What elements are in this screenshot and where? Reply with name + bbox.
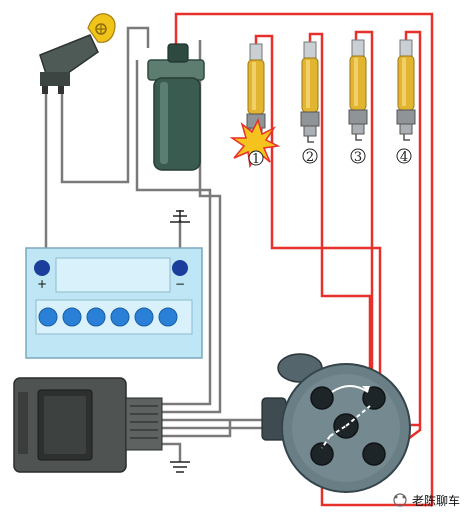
rotor-path xyxy=(321,405,371,449)
watermark-text: 老陈聊车 xyxy=(412,493,460,508)
spark-plug-2 xyxy=(300,41,320,143)
cap-terminal-4 xyxy=(310,442,334,466)
wire-coil-ecu-2 xyxy=(135,60,212,406)
spark-plug-3 xyxy=(348,39,368,141)
wire-coil-to-distributor xyxy=(174,12,434,507)
plug-number-3: 3 xyxy=(354,150,362,165)
wire-ecu-sensor-3 xyxy=(162,420,232,438)
plug-number-labels: 1 2 3 4 xyxy=(248,148,412,167)
ground-symbol-battery-icon xyxy=(170,210,190,223)
ignition-switch xyxy=(39,13,116,94)
rotation-arrow-icon xyxy=(331,385,369,393)
switch-connector xyxy=(40,72,70,86)
coil-tower xyxy=(167,43,189,63)
battery-cells xyxy=(38,307,178,327)
distributor xyxy=(261,353,411,493)
battery-positive-terminal xyxy=(34,260,50,276)
watermark: 老陈聊车 xyxy=(393,493,460,508)
module-connector xyxy=(125,397,163,451)
cap-terminal-2 xyxy=(362,386,386,410)
battery-negative-terminal xyxy=(172,260,188,276)
ground-symbol-ecu-icon xyxy=(170,461,190,473)
battery: + − xyxy=(25,247,203,359)
watermark-logo-icon xyxy=(393,493,407,507)
wire-plug-1 xyxy=(254,34,382,392)
wire-plug-4 xyxy=(399,30,422,446)
coil-bracket xyxy=(147,59,205,81)
battery-negative-label: − xyxy=(175,277,185,291)
plug-number-2: 2 xyxy=(306,150,314,165)
ignition-control-module xyxy=(13,377,163,473)
wire-plug-2 xyxy=(308,32,372,405)
plug-number-4: 4 xyxy=(400,150,408,165)
wire-ecu-ground xyxy=(162,442,182,462)
battery-positive-label: + xyxy=(37,277,47,291)
wire-key-to-coil xyxy=(60,26,150,184)
ignition-coil xyxy=(147,43,205,171)
cap-terminal-1 xyxy=(310,386,334,410)
plug-number-1: 1 xyxy=(252,152,260,167)
spark-plug-4 xyxy=(396,39,416,141)
cap-terminal-3 xyxy=(362,442,386,466)
